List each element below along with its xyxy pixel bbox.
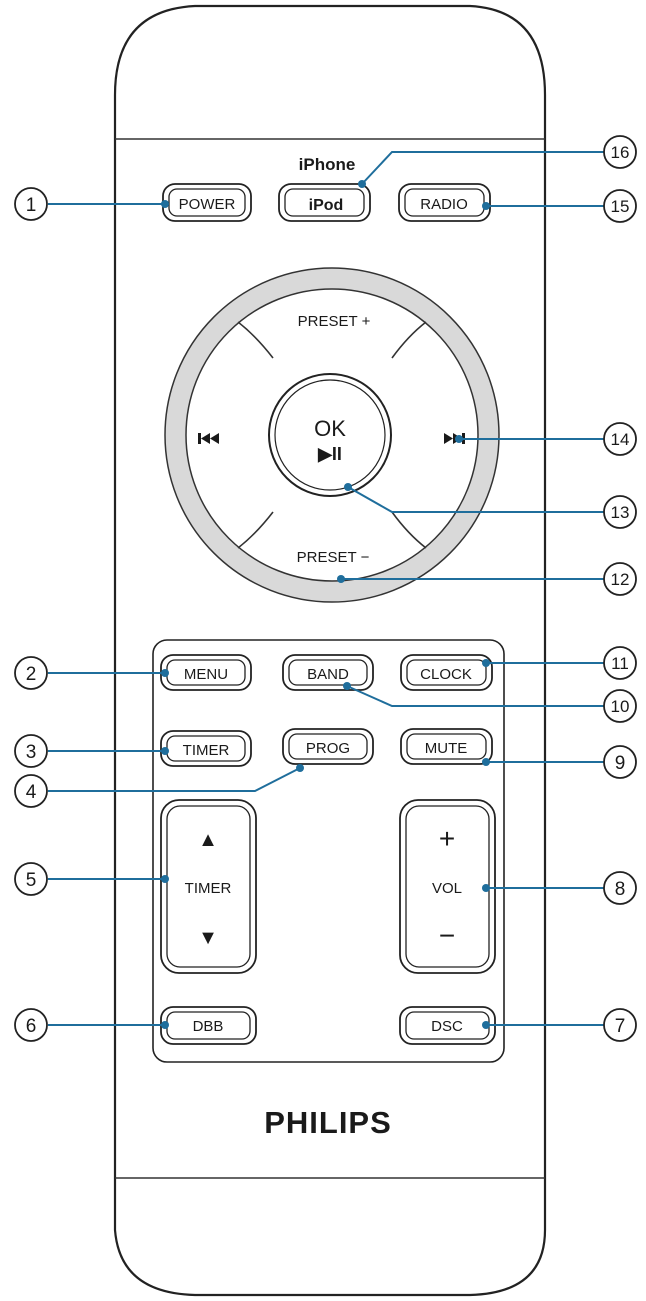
dbb-button[interactable]: DBB: [160, 1006, 257, 1045]
callout-line-16: [361, 151, 604, 185]
svg-text:9: 9: [615, 753, 626, 774]
callout-1: 1: [14, 187, 48, 221]
callout-14: 14: [603, 422, 637, 456]
svg-text:10: 10: [611, 697, 630, 716]
svg-text:2: 2: [26, 664, 37, 685]
band-label: BAND: [307, 666, 349, 683]
ipod-label: iPod: [309, 197, 344, 214]
mute-label: MUTE: [425, 740, 468, 757]
preset-plus-label: PRESET +: [298, 313, 371, 330]
callout-3: 3: [14, 734, 48, 768]
play-pause-label: ▶II: [317, 444, 342, 464]
volume-down-icon: −: [439, 920, 455, 951]
callout-badges: 1 2 3 4 5 6 7 8 9 10 11 12 13 14 15 16: [14, 135, 637, 1042]
volume-label: VOL: [432, 880, 462, 897]
svg-text:8: 8: [615, 879, 626, 900]
ok-label: OK: [314, 416, 346, 441]
svg-text:7: 7: [615, 1016, 626, 1037]
callout-dots: [161, 180, 490, 1029]
callout-7: 7: [603, 1008, 637, 1042]
svg-text:1: 1: [26, 195, 37, 216]
nav-divider-bottom-left: [237, 511, 274, 549]
svg-text:13: 13: [611, 503, 630, 522]
callout-5: 5: [14, 862, 48, 896]
svg-text:11: 11: [611, 654, 629, 673]
timer-up-icon: ▲: [198, 829, 218, 851]
iphone-label: iPhone: [299, 155, 356, 174]
callout-6: 6: [14, 1008, 48, 1042]
timer-rocker-label: TIMER: [185, 880, 232, 897]
preset-plus-button[interactable]: PRESET +: [298, 313, 371, 330]
volume-rocker[interactable]: + VOL −: [399, 799, 496, 974]
callout-12: 12: [603, 562, 637, 596]
svg-text:5: 5: [26, 870, 37, 891]
callout-10: 10: [603, 689, 637, 723]
previous-icon: [198, 433, 219, 444]
callout-line-13: [347, 486, 604, 513]
ok-play-pause-button[interactable]: OK ▶II: [268, 373, 392, 497]
timer-button[interactable]: TIMER: [160, 730, 252, 767]
svg-text:15: 15: [611, 197, 630, 216]
callout-11: 11: [603, 646, 637, 680]
dbb-label: DBB: [193, 1018, 224, 1035]
svg-text:14: 14: [611, 430, 630, 449]
dsc-button[interactable]: DSC: [399, 1006, 496, 1045]
nav-divider-top-right: [391, 321, 427, 359]
power-button[interactable]: POWER: [162, 183, 252, 222]
dsc-label: DSC: [431, 1018, 463, 1035]
clock-button[interactable]: CLOCK: [400, 654, 493, 691]
ipod-button[interactable]: iPod: [278, 183, 371, 222]
timer-label: TIMER: [183, 742, 230, 759]
radio-button[interactable]: RADIO: [398, 183, 491, 222]
radio-label: RADIO: [420, 196, 468, 213]
clock-label: CLOCK: [420, 666, 472, 683]
preset-minus-button[interactable]: PRESET −: [297, 549, 370, 566]
timer-rocker[interactable]: ▲ TIMER ▼: [160, 799, 257, 974]
nav-divider-bottom-right: [391, 511, 427, 549]
menu-button[interactable]: MENU: [160, 654, 252, 691]
callout-15: 15: [603, 189, 637, 223]
svg-text:4: 4: [26, 782, 37, 803]
callout-9: 9: [603, 745, 637, 779]
previous-button[interactable]: [198, 433, 219, 444]
svg-text:3: 3: [26, 742, 37, 763]
svg-text:16: 16: [611, 143, 630, 162]
callout-4: 4: [14, 774, 48, 808]
callout-13: 13: [603, 495, 637, 529]
callout-line-10: [346, 685, 604, 707]
prog-button[interactable]: PROG: [282, 728, 374, 765]
callout-lines: [48, 151, 604, 1026]
callout-2: 2: [14, 656, 48, 690]
callout-8: 8: [603, 871, 637, 905]
prog-label: PROG: [306, 740, 350, 757]
power-label: POWER: [179, 196, 236, 213]
preset-minus-label: PRESET −: [297, 549, 370, 566]
volume-up-icon: +: [439, 823, 455, 854]
nav-divider-top-left: [237, 321, 274, 359]
mute-button[interactable]: MUTE: [400, 728, 493, 765]
callout-line-4: [48, 767, 301, 792]
menu-label: MENU: [184, 666, 228, 683]
callout-16: 16: [603, 135, 637, 169]
timer-down-icon: ▼: [198, 927, 218, 949]
brand-logo: PHILIPS: [264, 1105, 392, 1140]
band-button[interactable]: BAND: [282, 654, 374, 691]
svg-text:12: 12: [611, 570, 630, 589]
svg-text:6: 6: [26, 1016, 37, 1037]
